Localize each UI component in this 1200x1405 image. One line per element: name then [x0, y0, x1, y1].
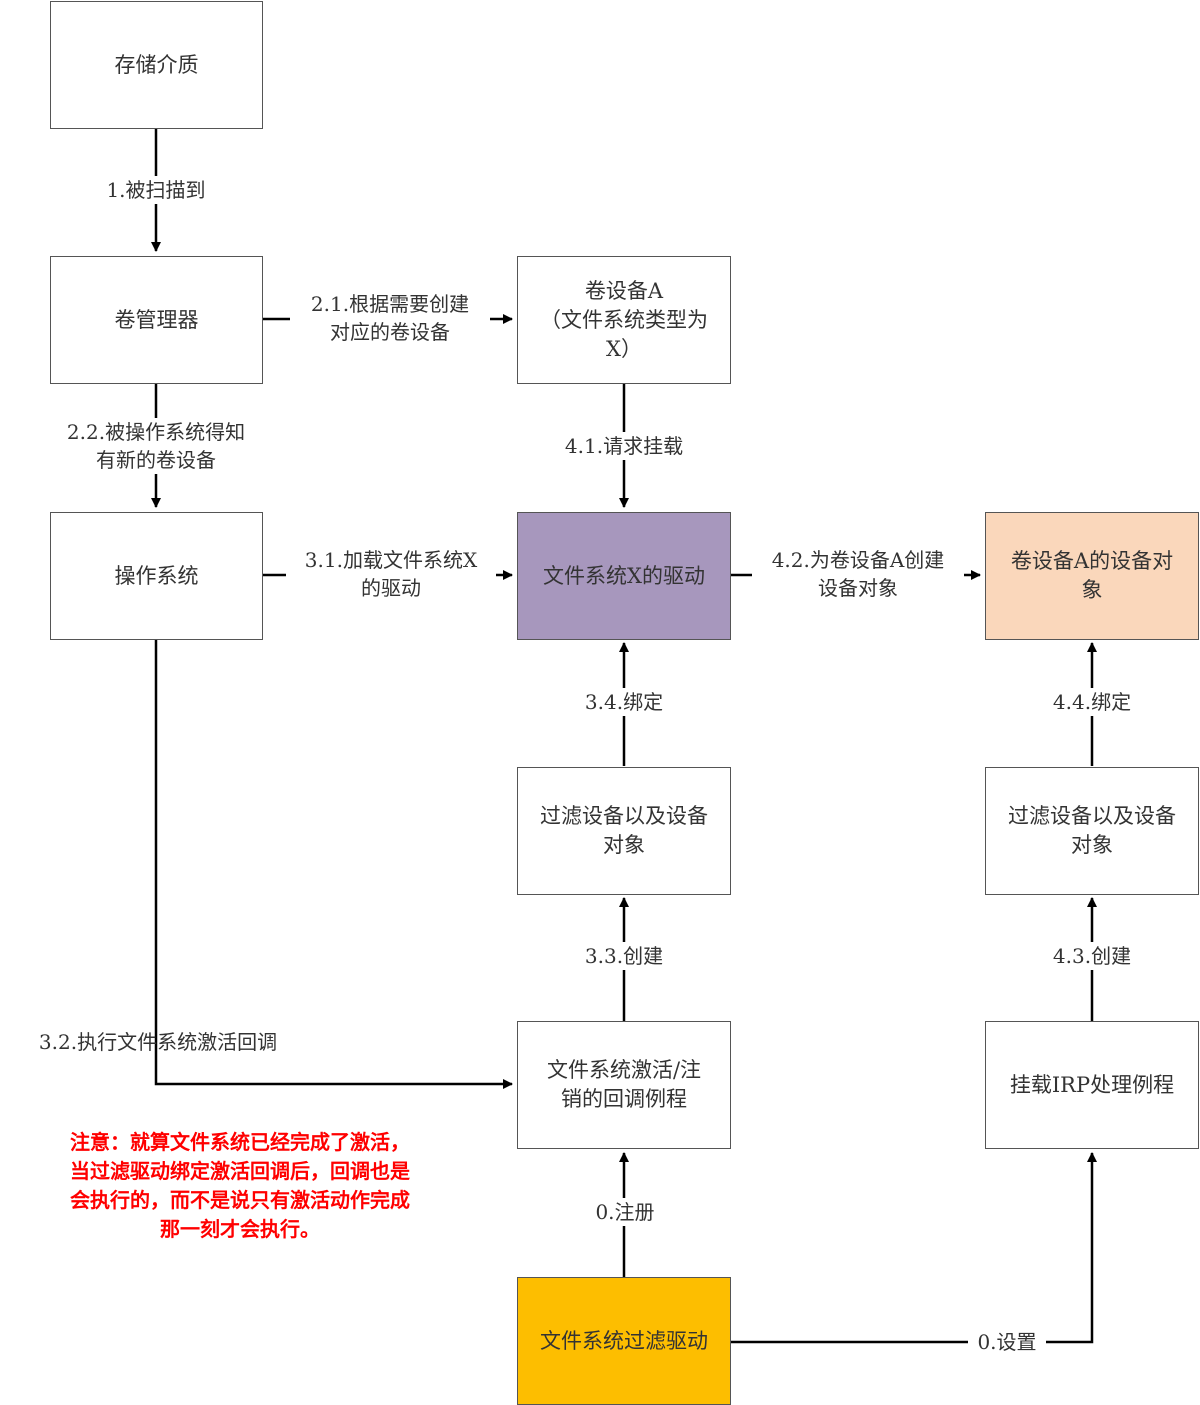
edge-label-e42: 4.2.为卷设备A创建 设备对象: [752, 546, 964, 602]
edge-os-to-callback: [154, 639, 513, 1089]
note-line: 当过滤驱动绑定激活回调后，回调也是: [70, 1159, 410, 1183]
node-label-line: 象: [1081, 578, 1103, 602]
node-fs-filter-driver: 文件系统过滤驱动: [517, 1277, 731, 1405]
edge-filter-driver-to-mount-irp: [730, 1152, 1097, 1344]
edge-label-e21: 2.1.根据需要创建 对应的卷设备: [290, 290, 490, 346]
node-filter-device-left: 过滤设备以及设备 对象: [517, 767, 731, 895]
node-label-line: X）: [606, 336, 642, 361]
node-label-line: 销的回调例程: [561, 1087, 687, 1111]
edge-label-line: 2.1.根据需要创建: [310, 292, 470, 316]
warning-note: 注意：就算文件系统已经完成了激活， 当过滤驱动绑定激活回调后，回调也是 会执行的…: [20, 1128, 460, 1244]
note-line: 那一刻才会执行。: [160, 1217, 320, 1241]
edge-label-line: 3.1.加载文件系统X: [304, 548, 478, 572]
edge-label-e31: 3.1.加载文件系统X 的驱动: [286, 546, 496, 602]
node-label: 操作系统: [114, 563, 199, 588]
node-label-line: 过滤设备以及设备: [1008, 804, 1176, 828]
node-label-line: （文件系统类型为: [540, 307, 708, 332]
note-line: 会执行的，而不是说只有激活动作完成: [70, 1188, 410, 1212]
node-label-line: 过滤设备以及设备: [540, 804, 708, 828]
edge-label-line: 2.2.被操作系统得知: [66, 420, 246, 444]
node-label-line: 对象: [1071, 833, 1113, 857]
node-fs-x-driver: 文件系统X的驱动: [517, 512, 731, 640]
node-label: 存储介质: [114, 52, 199, 77]
node-label-line: 卷设备A的设备对: [1010, 549, 1174, 573]
node-label: 文件系统X的驱动: [543, 563, 705, 588]
node-storage-media: 存储介质: [50, 1, 263, 129]
edge-label-e43: 4.3.创建: [1037, 942, 1147, 970]
edge-label-e22: 2.2.被操作系统得知 有新的卷设备: [46, 418, 266, 474]
node-label: 挂载IRP处理例程: [1009, 1072, 1175, 1097]
node-label-line: 文件系统激活/注: [546, 1058, 702, 1082]
node-operating-system: 操作系统: [50, 512, 263, 640]
node-filter-device-right: 过滤设备以及设备 对象: [985, 767, 1199, 895]
edge-label-e0b: 0.设置: [968, 1328, 1046, 1356]
node-volume-manager: 卷管理器: [50, 256, 263, 384]
node-mount-irp-routine: 挂载IRP处理例程: [985, 1021, 1199, 1149]
node-volume-device-a: 卷设备A （文件系统类型为 X）: [517, 256, 731, 384]
edge-label-e32: 3.2.执行文件系统激活回调: [38, 1030, 278, 1054]
edge-label-e33: 3.3.创建: [569, 942, 679, 970]
node-label: 文件系统过滤驱动: [540, 1328, 708, 1353]
edge-label-line: 4.2.为卷设备A创建: [771, 548, 945, 572]
edge-label-line: 有新的卷设备: [96, 448, 216, 472]
edge-label-e0a: 0.注册: [580, 1198, 670, 1226]
node-label-line: 卷设备A: [584, 278, 664, 303]
node-fs-callback-routine: 文件系统激活/注 销的回调例程: [517, 1021, 731, 1149]
node-label-line: 对象: [603, 833, 645, 857]
edge-label-e44: 4.4.绑定: [1037, 688, 1147, 716]
edge-label-e34: 3.4.绑定: [569, 688, 679, 716]
node-label: 卷管理器: [114, 307, 199, 332]
edge-label-line: 的驱动: [361, 576, 421, 600]
edge-label-e41: 4.1.请求挂载: [549, 432, 699, 460]
edge-label-line: 设备对象: [818, 576, 898, 600]
edge-label-e1: 1.被扫描到: [96, 176, 216, 204]
edge-label-line: 对应的卷设备: [330, 320, 450, 344]
note-line: 注意：就算文件系统已经完成了激活，: [70, 1130, 410, 1154]
node-volume-device-a-object: 卷设备A的设备对 象: [985, 512, 1199, 640]
